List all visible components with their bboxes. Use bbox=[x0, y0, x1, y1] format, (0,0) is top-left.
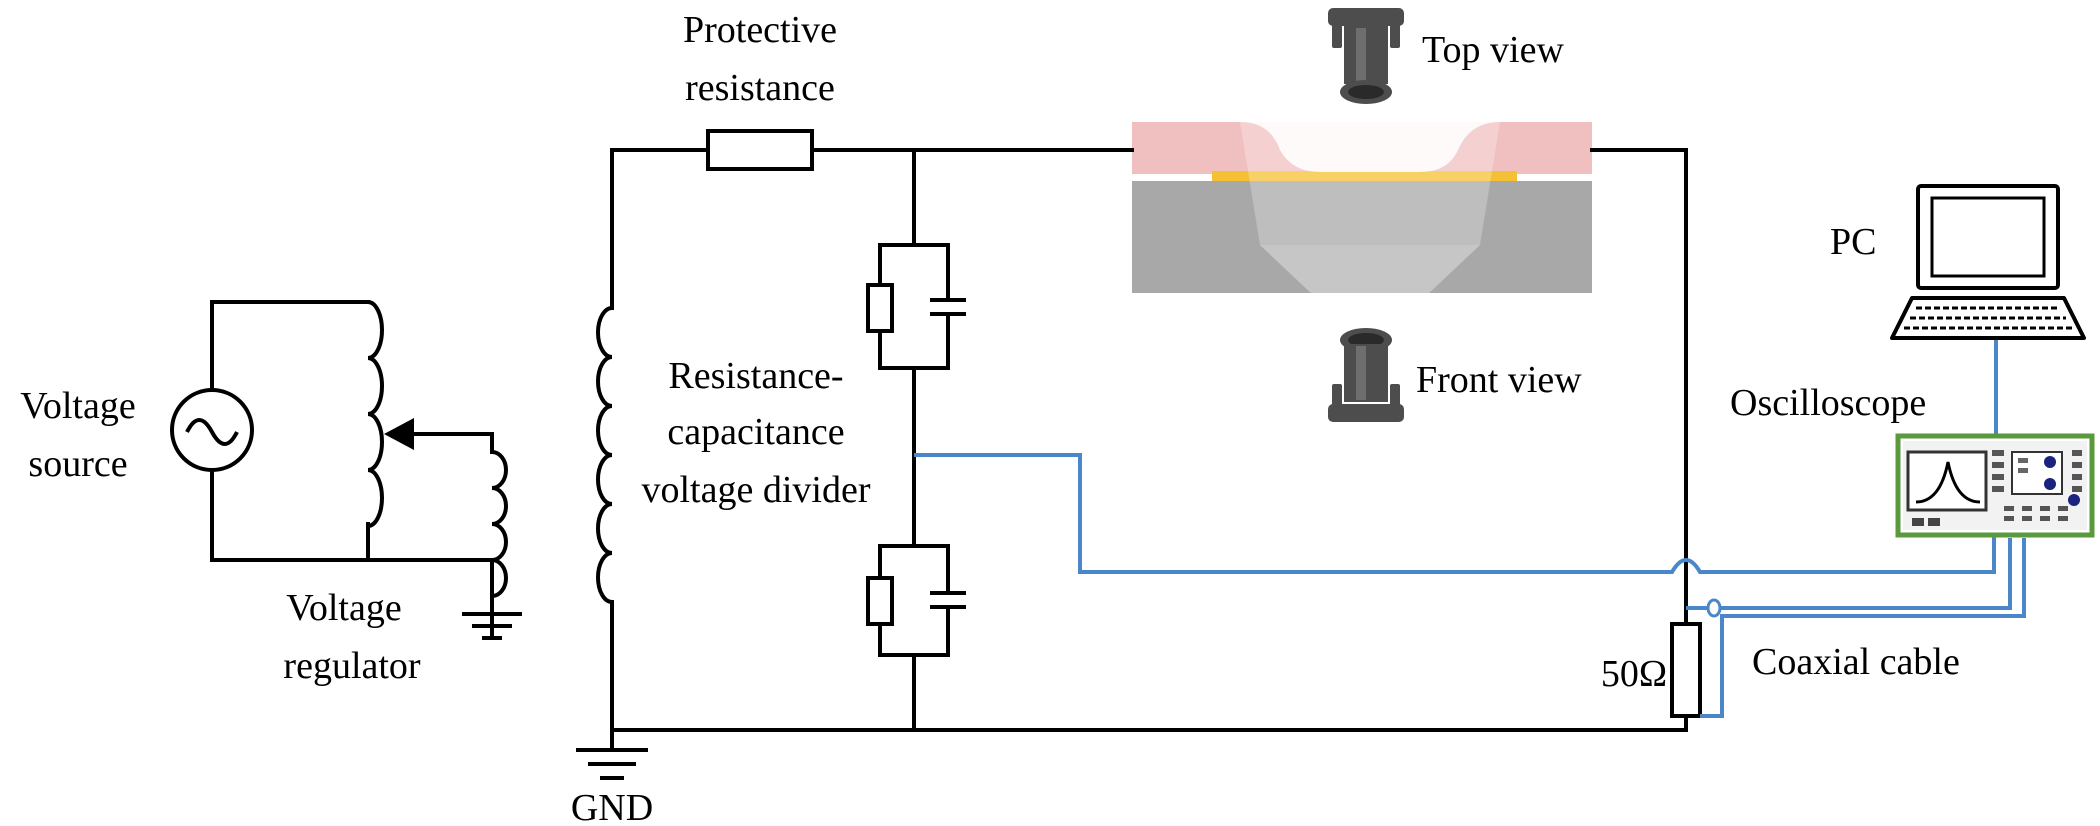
oscilloscope-label: Oscilloscope bbox=[1730, 382, 1926, 424]
rc-divider-lower bbox=[866, 544, 966, 657]
oscilloscope-icon bbox=[1895, 433, 2095, 538]
voltage-divider-label-line1: Resistance- bbox=[668, 355, 843, 397]
gnd-icon bbox=[576, 728, 648, 780]
top-view-label: Top view bbox=[1422, 29, 1564, 71]
front-view-label: Front view bbox=[1416, 359, 1582, 401]
voltage-source-label-line2: source bbox=[28, 443, 127, 485]
rc-divider-upper bbox=[866, 243, 966, 370]
front-view-camera-icon bbox=[1328, 328, 1404, 422]
regulator-ground-icon bbox=[462, 612, 522, 640]
gnd-label: GND bbox=[571, 787, 653, 826]
labels: Protective resistance Top view Front vie… bbox=[20, 9, 1960, 826]
coaxial-cable-label: Coaxial cable bbox=[1752, 641, 1960, 683]
regulator-coil bbox=[367, 300, 384, 528]
top-view-camera-icon bbox=[1328, 8, 1404, 104]
voltage-divider-label-line3: voltage divider bbox=[642, 469, 871, 511]
signal-cables bbox=[914, 338, 2026, 718]
pc-label: PC bbox=[1830, 221, 1876, 263]
voltage-divider-label-line2: capacitance bbox=[667, 411, 844, 453]
voltage-regulator-label-line2: regulator bbox=[283, 645, 421, 687]
top-view-beam bbox=[1240, 122, 1500, 245]
sample-strip bbox=[1212, 171, 1517, 181]
voltage-source-label-line1: Voltage bbox=[20, 385, 135, 427]
resistor-50-ohm bbox=[1670, 622, 1702, 718]
output-coil bbox=[491, 450, 508, 598]
regulator-tap-arrow bbox=[384, 418, 414, 450]
resistor-50-ohm-label: 50Ω bbox=[1601, 653, 1667, 695]
voltage-regulator-label-line1: Voltage bbox=[286, 587, 401, 629]
pc-icon bbox=[1890, 184, 2086, 340]
ac-sine-icon bbox=[185, 418, 239, 446]
dielectric-base bbox=[1132, 181, 1592, 293]
protective-resistance-label-line2: resistance bbox=[685, 67, 835, 109]
front-view-beam bbox=[1260, 245, 1480, 330]
pc-keyboard-keys bbox=[1904, 306, 2072, 330]
electrode-gap bbox=[1240, 122, 1500, 172]
protective-resistor bbox=[706, 129, 814, 171]
transformer-secondary-coil bbox=[596, 306, 613, 604]
protective-resistance-label-line1: Protective bbox=[683, 9, 837, 51]
test-cell bbox=[1132, 122, 1592, 330]
